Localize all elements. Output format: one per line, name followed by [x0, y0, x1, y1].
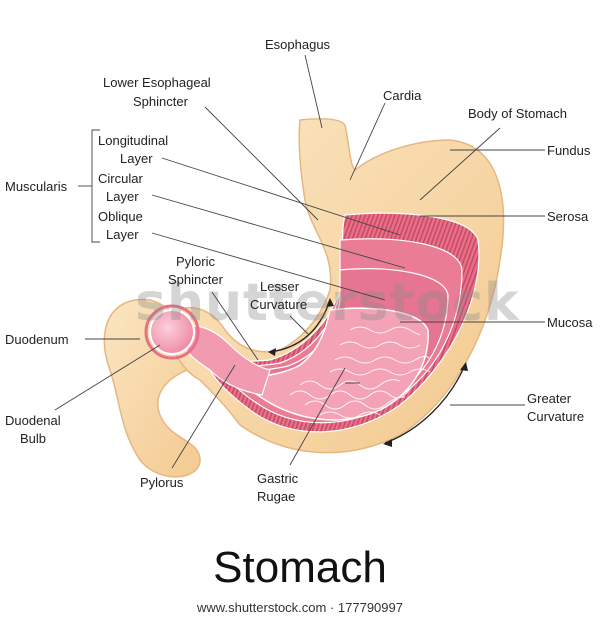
label-pylorus: Pylorus [140, 475, 184, 490]
credit-line: www.shutterstock.com · 177790997 [196, 600, 403, 615]
label-esophagus: Esophagus [265, 37, 331, 52]
label-greater-2: Curvature [527, 409, 584, 424]
label-fundus: Fundus [547, 143, 591, 158]
label-lesser-1: Lesser [260, 279, 300, 294]
label-mucosa: Mucosa [547, 315, 593, 330]
label-pyloric-2: Sphincter [168, 272, 224, 287]
label-les-line1: Lower Esophageal [103, 75, 211, 90]
label-pyloric-1: Pyloric [176, 254, 216, 269]
label-duodenal-2: Bulb [20, 431, 46, 446]
label-greater-1: Greater [527, 391, 572, 406]
label-lesser-2: Curvature [250, 297, 307, 312]
label-serosa: Serosa [547, 209, 589, 224]
label-circular-1: Circular [98, 171, 143, 186]
label-gastric-1: Gastric [257, 471, 299, 486]
label-body-of-stomach: Body of Stomach [468, 106, 567, 121]
label-cardia: Cardia [383, 88, 422, 103]
pyloric-canal-shape [179, 325, 271, 396]
label-muscularis: Muscularis [5, 179, 68, 194]
label-gastric-2: Rugae [257, 489, 295, 504]
leader-lines [54, 54, 545, 469]
label-oblique-2: Layer [106, 227, 139, 242]
duodenal-bulb-shape [144, 304, 200, 360]
label-longitudinal-2: Layer [120, 151, 153, 166]
diagram-title: Stomach [213, 543, 387, 592]
gastric-rugae-lines [289, 326, 431, 419]
mucosa-shape [238, 307, 431, 421]
labels: Esophagus Lower Esophageal Sphincter Car… [5, 37, 593, 504]
label-longitudinal-1: Longitudinal [98, 133, 168, 148]
label-duodenum: Duodenum [5, 332, 69, 347]
label-circular-2: Layer [106, 189, 139, 204]
label-les-line2: Sphincter [133, 94, 189, 109]
label-oblique-1: Oblique [98, 209, 143, 224]
lesser-curvature-arrow [268, 298, 334, 356]
label-duodenal-1: Duodenal [5, 413, 61, 428]
greater-curvature-arrow [383, 362, 468, 447]
